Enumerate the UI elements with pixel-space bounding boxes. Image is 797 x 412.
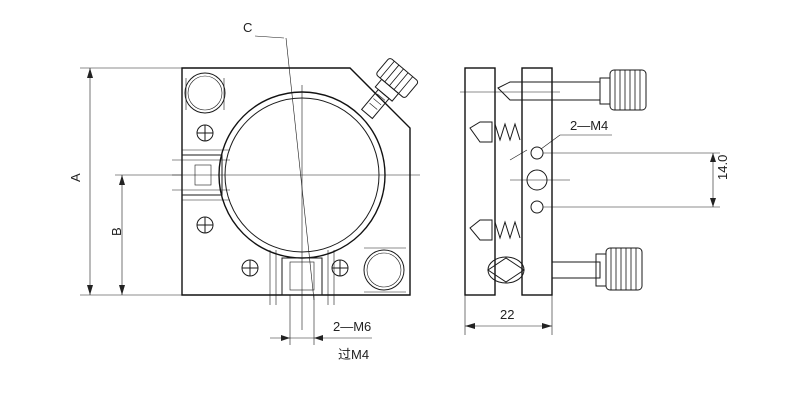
side-plate-left	[464, 67, 496, 296]
screw-icon	[196, 124, 214, 142]
label-holes: 2—M4	[570, 118, 608, 133]
hole-lower	[530, 200, 544, 214]
front-view: A B C 2—M6 过M4	[68, 20, 420, 362]
label-thread: 2—M6	[333, 319, 371, 334]
label-b: B	[109, 227, 124, 236]
screw-icon	[196, 216, 214, 234]
label-c: C	[243, 20, 252, 35]
label-through: 过M4	[338, 347, 369, 362]
bottom-ball	[487, 256, 525, 284]
dimension-spacing	[543, 152, 720, 208]
dimension-width	[464, 295, 553, 335]
top-adjuster-screw	[497, 69, 647, 111]
screw-icon	[241, 259, 259, 277]
top-left-knob	[184, 72, 226, 114]
dimension-a	[80, 67, 182, 296]
upper-spring	[469, 121, 521, 143]
bottom-adjuster-screw	[551, 247, 643, 291]
side-plate-right	[521, 67, 553, 296]
label-width: 22	[500, 307, 514, 322]
left-clamp-assembly	[172, 149, 230, 201]
dimension-b	[115, 174, 182, 295]
label-a: A	[68, 173, 83, 182]
angled-adjuster-screw	[360, 58, 419, 120]
mount-plate-outline	[181, 67, 411, 296]
lower-spring	[469, 219, 521, 241]
label-spacing: 14.0	[715, 155, 730, 180]
bottom-right-knob	[363, 249, 405, 291]
bottom-post-block	[269, 250, 335, 305]
dimension-bottom-thread	[270, 295, 372, 345]
side-view: 2—M4 14.0	[460, 67, 730, 335]
screw-icon	[331, 259, 349, 277]
